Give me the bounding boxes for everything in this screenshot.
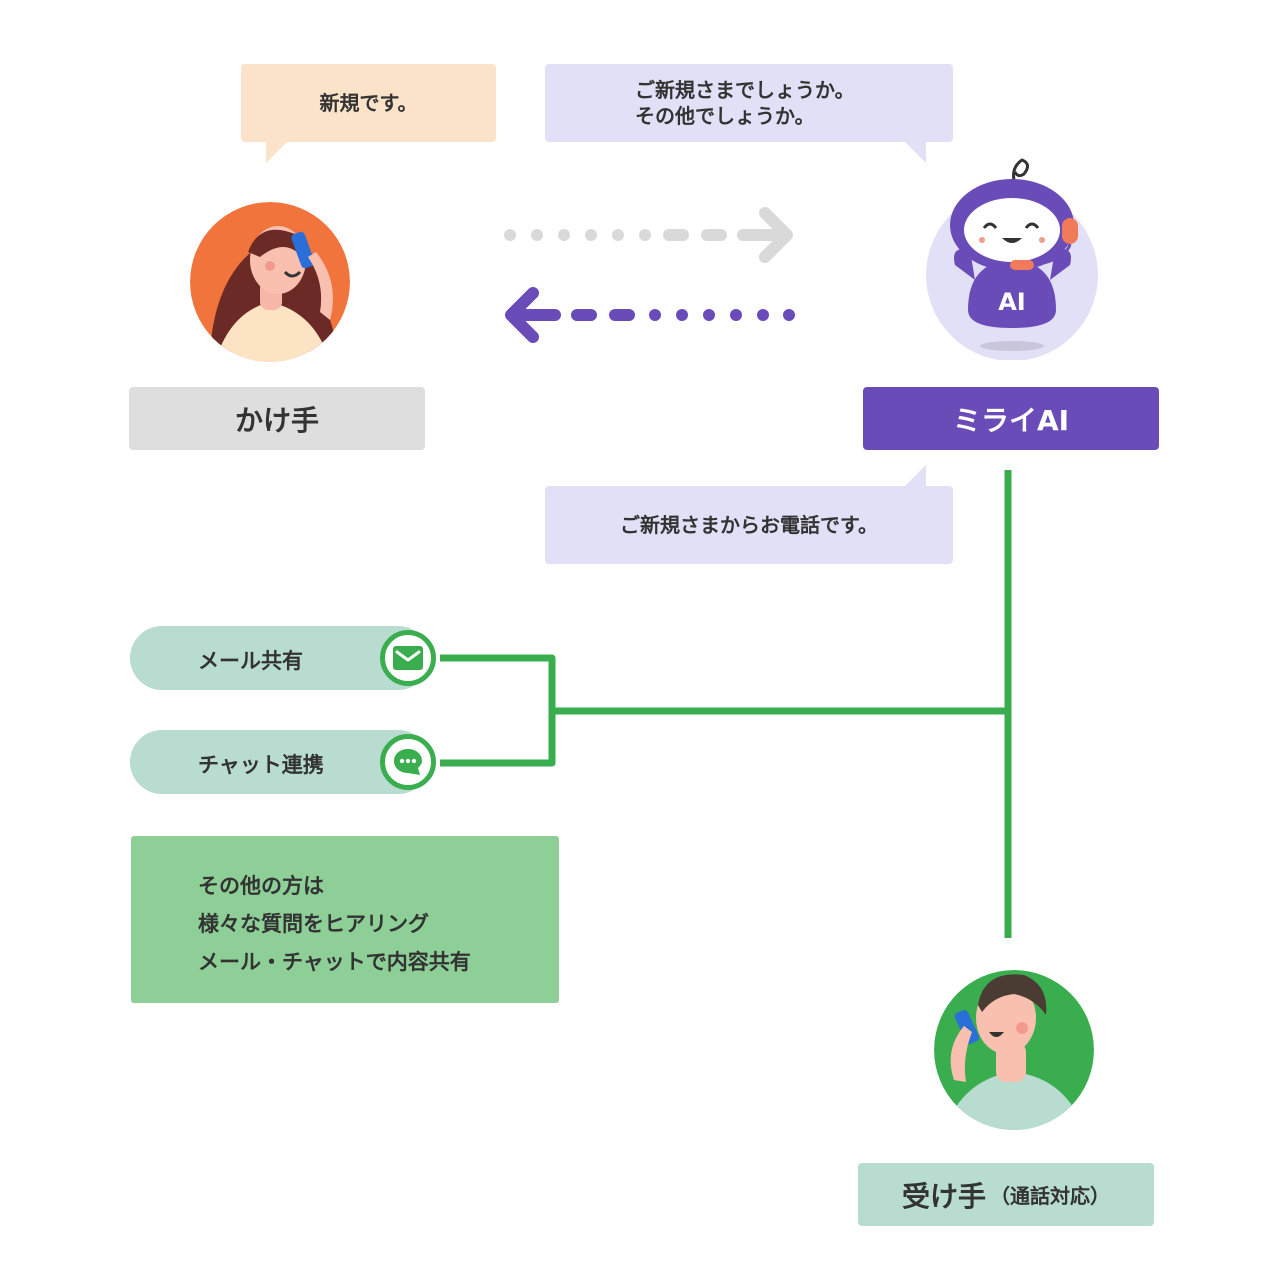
ai-report-bubble-tail (904, 465, 926, 487)
other-callers-info-box (131, 836, 559, 1003)
envelope-icon (393, 646, 423, 670)
info-line-1: その他の方は (198, 874, 324, 898)
ai-question-bubble: ご新規さまでしょうか。 その他でしょうか。 (545, 64, 953, 142)
channel-chat-label: チャット連携 (198, 753, 324, 777)
caller-speech-text: 新規です。 (319, 91, 418, 115)
ai-report-text: ご新規さまからお電話です。 (620, 513, 878, 537)
ai-robot-avatar: AI (920, 150, 1105, 361)
ai-badge-text: AI (998, 288, 1026, 316)
channel-email-icon-wrap (380, 630, 436, 686)
receiver-label-text: 受け手 (901, 1179, 986, 1213)
ai-label-text: ミライAI (952, 403, 1070, 437)
caller-label-text: かけ手 (234, 403, 319, 437)
info-line-2: 様々な質問をヒアリング (198, 912, 429, 936)
ai-question-text: ご新規さまでしょうか。 その他でしょうか。 (635, 78, 855, 128)
receiver-avatar (934, 970, 1094, 1130)
info-line-3: メール・チャットで内容共有 (198, 950, 471, 974)
caller-avatar (190, 202, 350, 362)
ai-question-bubble-tail (904, 141, 926, 163)
channel-chat-icon-wrap (380, 734, 436, 790)
caller-bubble-tail (266, 141, 288, 163)
receiver-label: 受け手 （通話対応） (858, 1163, 1154, 1226)
caller-speech-bubble: 新規です。 (241, 64, 496, 142)
ai-label: ミライAI (863, 387, 1159, 450)
caller-label: かけ手 (129, 387, 425, 450)
chat-bubble-icon (394, 749, 422, 775)
channel-email-label: メール共有 (198, 649, 303, 673)
receiver-label-note: （通話対応） (990, 1184, 1110, 1208)
ai-to-caller-arrow (505, 287, 795, 343)
ai-report-bubble: ご新規さまからお電話です。 (545, 486, 953, 564)
caller-to-ai-arrow (504, 207, 793, 263)
